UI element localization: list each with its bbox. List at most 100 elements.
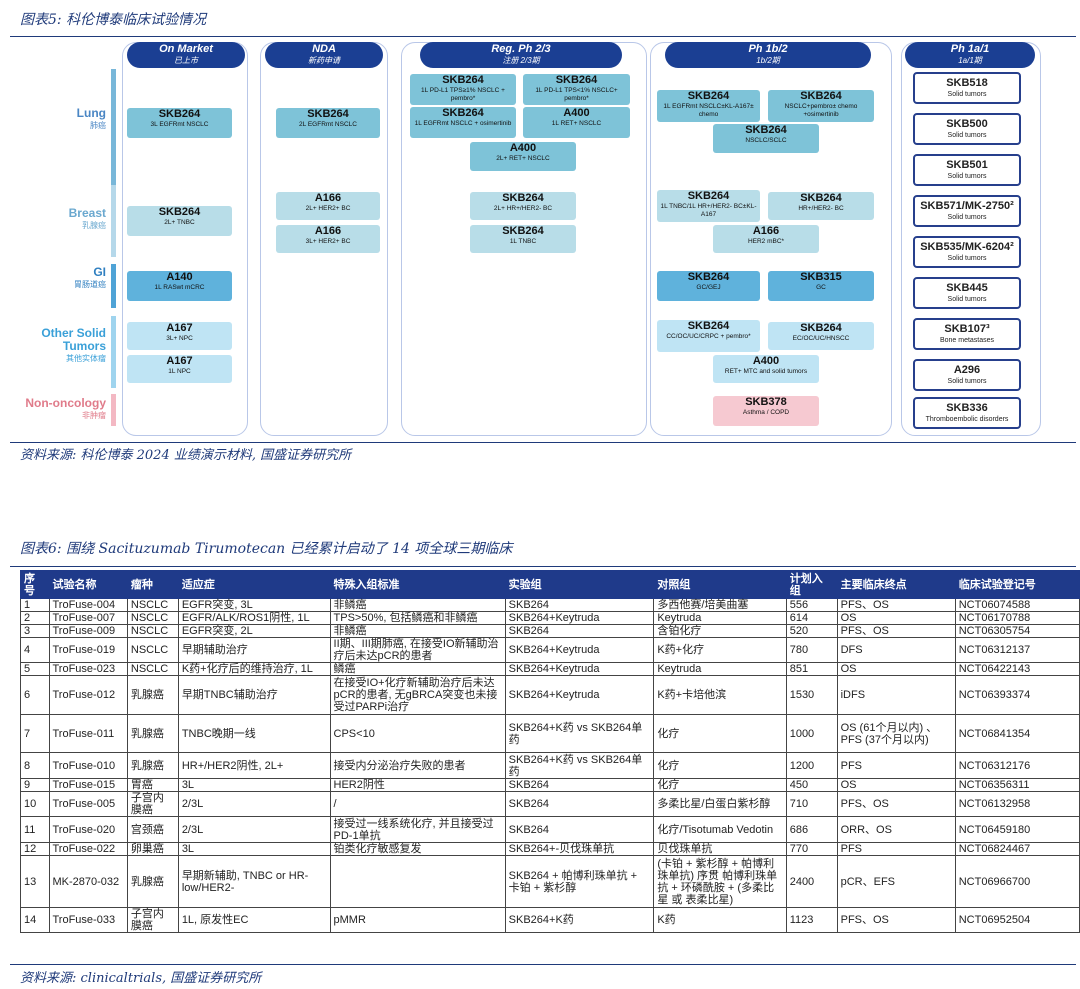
table-cell: NSCLC — [126, 624, 179, 638]
table-cell: OS — [836, 662, 956, 676]
table-cell: EGFR突变, 3L — [177, 598, 331, 612]
table-cell: HER2阴性 — [329, 778, 506, 792]
indication-text: HR+/HER2- BC — [798, 205, 844, 212]
table-cell: 非鳞癌 — [329, 598, 506, 612]
indication-text: Solid tumors — [947, 255, 987, 262]
row-bar-other — [111, 316, 116, 388]
table-cell: 2/3L — [177, 816, 331, 843]
table-cell: SKB264 — [504, 816, 655, 843]
drug-name: SKB445 — [946, 282, 988, 294]
table-cell: OS — [836, 778, 956, 792]
drug-name: SKB264 — [502, 192, 544, 204]
table-cell: 2400 — [785, 855, 838, 908]
row-label-gi: GI 胃肠道癌 — [10, 265, 106, 290]
row-label-zh: 乳腺癌 — [82, 221, 106, 230]
row-label-breast: Breast 乳腺癌 — [10, 206, 106, 231]
indication-text: 1L RASwt mCRC — [154, 284, 205, 291]
phase-label: Ph 1a/1 — [950, 43, 990, 55]
table-cell: Keytruda — [653, 662, 787, 676]
table-cell: 1123 — [785, 907, 838, 933]
drug-name: SKB264 — [687, 320, 730, 332]
table-cell: 6 — [20, 675, 50, 715]
table-cell: PFS、OS — [836, 791, 956, 817]
table-cell: SKB264 — [504, 598, 655, 612]
row-label-en: GI — [93, 265, 106, 279]
table-cell: 多柔比星/白蛋白紫杉醇 — [653, 791, 787, 817]
indication-text: Solid tumors — [947, 296, 987, 303]
table-cell: 1200 — [785, 752, 838, 779]
table-cell: 780 — [785, 637, 838, 663]
table-cell: PFS、OS — [836, 598, 956, 612]
table-cell: 450 — [785, 778, 838, 792]
table-cell: TroFuse-011 — [48, 714, 128, 753]
table-cell: 770 — [785, 842, 838, 856]
indication-text: HER2 mBC* — [747, 238, 785, 245]
table-cell: SKB264+Keytruda — [504, 675, 655, 715]
table-cell: TroFuse-012 — [48, 675, 128, 715]
drug-name: A166 — [314, 225, 342, 237]
indication-text: 2L+ TNBC — [164, 219, 195, 226]
table-cell: 乳腺癌 — [126, 752, 179, 779]
figure5-title: 图表5: 科伦博泰临床试验情况 — [20, 12, 207, 28]
drug-name: SKB518 — [946, 77, 988, 89]
table-cell — [329, 855, 506, 908]
table-cell: SKB264 — [504, 624, 655, 638]
table-cell: PFS、OS — [836, 907, 956, 933]
table-cell: NSCLC — [126, 662, 179, 676]
table-cell: NCT06422143 — [954, 662, 1080, 676]
table-cell: 胃癌 — [126, 778, 179, 792]
drug-name: SKB264 — [442, 107, 484, 119]
table-cell: 化疗/Tisotumab Vedotin — [653, 816, 787, 843]
indication-text: CC/OC/UC/CRPC + pembro* — [666, 333, 751, 340]
phase-label-zh: 1a/1期 — [958, 56, 982, 65]
drug-name: A296 — [953, 364, 981, 376]
drug-name: SKB264 — [158, 108, 201, 120]
table-cell: K药+化疗后的维持治疗, 1L — [177, 662, 331, 676]
table-cell: 宫颈癌 — [126, 816, 179, 843]
table-cell: EGFR突变, 2L — [177, 624, 331, 638]
table-cell: SKB264+K药 — [504, 907, 655, 933]
table-cell: SKB264+K药 vs SKB264单药 — [504, 714, 655, 753]
table-cell: 13 — [20, 855, 50, 908]
table-cell: 4 — [20, 637, 50, 663]
table-cell: 1000 — [785, 714, 838, 753]
indication-text: 3L EGFRmt NSCLC — [150, 121, 209, 128]
row-label-zh: 肺癌 — [90, 121, 106, 130]
indication-text: NSCLC+pembro± chemo +osimertinib — [784, 103, 858, 118]
figure5-top-rule — [10, 36, 1076, 37]
table-cell: / — [329, 791, 506, 817]
table-cell: SKB264+Keytruda — [504, 662, 655, 676]
table-cell: NCT06074588 — [954, 598, 1080, 612]
table-cell: NCT06841354 — [954, 714, 1080, 753]
indication-text: Solid tumors — [947, 214, 987, 221]
table-cell: 9 — [20, 778, 50, 792]
table-cell: OS — [836, 611, 956, 625]
table-cell: K药+卡培他滨 — [653, 675, 787, 715]
table-cell: 851 — [785, 662, 838, 676]
drug-name: SKB264 — [442, 74, 484, 86]
table-cell: 多西他赛/培美曲塞 — [653, 598, 787, 612]
indication-text: 1L TNBC — [509, 238, 537, 245]
table-cell: 710 — [785, 791, 838, 817]
table-cell: 乳腺癌 — [126, 675, 179, 715]
phase-header-ph1a1: Ph 1a/1 1a/1期 — [905, 42, 1035, 68]
drug-name: SKB264 — [687, 190, 730, 202]
table-cell: II期、III期肺癌, 在接受IO新辅助治疗后未达pCR的患者 — [329, 637, 506, 663]
row-label-en: Other Solid Tumors — [41, 326, 106, 353]
table-cell: 556 — [785, 598, 838, 612]
